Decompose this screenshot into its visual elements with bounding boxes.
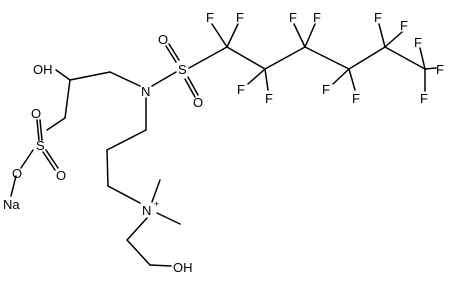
- bond: [156, 212, 181, 225]
- sulfonate-s-label: S: [36, 138, 45, 153]
- hydroxyl-o2-label: OH: [173, 260, 193, 275]
- bond: [106, 149, 109, 187]
- fluorine-label: F: [374, 10, 382, 25]
- bond: [126, 239, 151, 266]
- sulfonate-o-top-label: O: [31, 106, 41, 121]
- sulfonyl-s-label: S: [178, 62, 187, 77]
- fluorine-label: F: [436, 62, 444, 77]
- fluorine-label: F: [414, 35, 422, 50]
- bond: [45, 149, 59, 169]
- bond: [226, 46, 266, 70]
- bond: [46, 117, 66, 131]
- fluorine-label: F: [313, 10, 321, 25]
- bond: [149, 264, 172, 267]
- bond: [264, 46, 306, 70]
- bond: [107, 185, 141, 204]
- bond: [168, 43, 180, 61]
- bond: [39, 119, 43, 141]
- bond: [384, 46, 426, 70]
- sulfonyl-o-right-label: O: [193, 95, 203, 110]
- bond: [126, 217, 148, 241]
- bond: [69, 71, 111, 81]
- bond: [348, 46, 386, 70]
- ammonium-charge-label: +: [154, 199, 159, 209]
- bond: [304, 46, 350, 70]
- bond: [151, 71, 177, 87]
- sulfonate-o-bottom-label: O: [56, 168, 66, 183]
- bond: [20, 149, 34, 169]
- fluorine-label: F: [265, 91, 273, 106]
- fluorine-label: F: [236, 10, 244, 25]
- fluorine-label: F: [206, 10, 214, 25]
- bond: [211, 23, 228, 48]
- bond: [332, 68, 350, 85]
- bond: [187, 76, 199, 96]
- bond: [55, 69, 71, 81]
- bond: [10, 175, 17, 197]
- fluorine-label: F: [420, 91, 428, 106]
- bond: [188, 46, 228, 69]
- bond: [247, 68, 266, 85]
- bond: [64, 79, 71, 119]
- amide-n-label: N: [141, 84, 150, 99]
- bond: [165, 45, 177, 63]
- bond: [293, 23, 306, 48]
- bond: [109, 71, 141, 87]
- bonds: [10, 23, 437, 267]
- fluorine-label: F: [322, 82, 330, 97]
- bond: [304, 23, 316, 48]
- bond: [36, 119, 40, 141]
- bond: [184, 78, 196, 98]
- fluorine-label: F: [400, 18, 408, 33]
- sodium-label: Na: [3, 197, 20, 212]
- hydroxyl-o1-label: OH: [33, 62, 53, 77]
- fluorine-label: F: [352, 91, 360, 106]
- sulfonate-o-link-label: O: [12, 166, 22, 181]
- sulfonyl-o-left-label: O: [158, 32, 168, 47]
- bond: [419, 47, 426, 70]
- ammonium-n-label: N: [142, 203, 151, 218]
- fluorine-label: F: [289, 10, 297, 25]
- bond: [226, 23, 239, 48]
- bond: [384, 31, 403, 48]
- bond: [424, 67, 437, 70]
- bond: [42, 151, 56, 171]
- atom-labels: OH S O O O Na N S O O N + OH F F F F F F…: [3, 10, 444, 275]
- bond: [348, 68, 356, 91]
- bond: [151, 179, 161, 203]
- fluorine-label: F: [237, 82, 245, 97]
- bond: [378, 23, 386, 48]
- bond: [264, 68, 269, 91]
- bond: [106, 129, 147, 151]
